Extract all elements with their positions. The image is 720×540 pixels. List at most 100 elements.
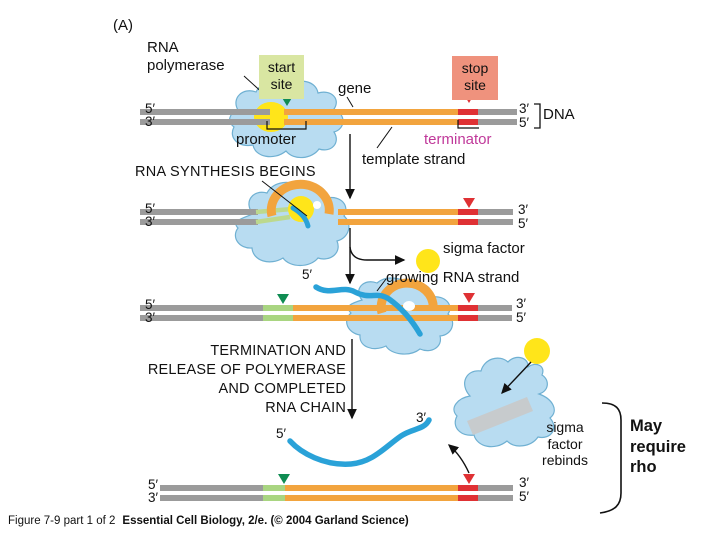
gene-strand: [293, 315, 458, 321]
released-rna-chain: [287, 417, 432, 467]
template-strand-pointer-line: [376, 126, 393, 149]
sigma-factor-label: sigma factor: [443, 240, 525, 257]
gene-strand: [284, 119, 458, 125]
bent-dna-arc: [376, 278, 438, 315]
terminator-block: [458, 109, 478, 115]
terminator-bracket: [457, 120, 479, 129]
strand-label-5prime: 5′: [145, 101, 156, 116]
terminator-block: [458, 485, 478, 491]
bent-dna-arc: [266, 179, 334, 218]
released-polymerase: [453, 338, 555, 448]
promoter-glow-icon: [254, 102, 288, 132]
sigma-rebind-arrow: [501, 361, 532, 395]
rho-bracket: [599, 402, 622, 514]
template-strand-label: template strand: [362, 151, 466, 168]
sigma-rebinds-line1: sigma: [546, 419, 584, 435]
stop-site-label-line2: site: [464, 76, 486, 93]
gene-pointer-line: [346, 96, 354, 108]
stop-site-triangle-icon: [463, 198, 475, 208]
gene-strand: [293, 305, 458, 311]
dna-strand: [478, 209, 513, 215]
promoter-label: promoter: [236, 131, 297, 148]
dna-strand: [140, 315, 263, 321]
terminator-block: [458, 119, 478, 125]
rna-3prime-label: 3′: [416, 410, 427, 425]
gene-strand: [338, 219, 458, 225]
rho-line2: require: [630, 437, 686, 456]
rna-synthesis-begins-label: RNA SYNTHESIS BEGINS: [135, 164, 316, 180]
terminator-block: [458, 219, 478, 225]
sigma-binding-band: [467, 397, 533, 435]
strand-label-3prime: 3′: [145, 214, 156, 229]
terminator-block: [458, 305, 478, 311]
dna-strand: [140, 209, 258, 215]
figure-number: Figure 7-9 part 1 of 2: [8, 515, 116, 527]
dna-strand: [140, 305, 263, 311]
dna-strand: [140, 109, 270, 115]
rna-strand: [313, 284, 423, 337]
arc-notch: [313, 201, 321, 209]
figure-caption: Figure 7-9 part 1 of 2 Essential Cell Bio…: [8, 515, 409, 527]
rna-synthesis-pointer-line: [261, 180, 308, 217]
gene-strand: [285, 495, 458, 501]
polymerase-release-arrow: [447, 444, 470, 474]
strand-label-3prime: 3′: [516, 296, 527, 311]
dna-bracket: [534, 103, 541, 129]
termination-label: TERMINATION AND RELEASE OF POLYMERASE AN…: [118, 342, 346, 418]
terminator-block: [458, 495, 478, 501]
start-segment: [263, 305, 293, 311]
dna-strand: [160, 485, 263, 491]
stop-site-triangle-icon: [463, 293, 475, 303]
rna-polymerase-label: RNA polymerase: [147, 39, 225, 75]
dna-row-2: [140, 179, 513, 267]
strand-label-5prime: 5′: [516, 310, 527, 325]
rna-polymerase-label-line1: RNA: [147, 39, 179, 56]
start-site-label-line1: start: [267, 59, 296, 75]
dna-strand: [478, 109, 517, 115]
dna-strand: [478, 495, 513, 501]
strand-label-5prime: 5′: [145, 297, 156, 312]
terminator-block: [458, 315, 478, 321]
dna-label: DNA: [543, 106, 575, 123]
panel-label: (A): [113, 17, 133, 34]
strand-label-3prime: 3′: [145, 114, 156, 129]
stop-site-label: stop site: [452, 56, 498, 100]
termination-label-line4: RNA CHAIN: [265, 400, 346, 416]
start-site-triangle-icon: [277, 294, 289, 304]
dna-strand: [160, 495, 263, 501]
sigma-rebinds-line2: factor: [547, 435, 583, 452]
start-site-label: start site: [259, 55, 304, 99]
sigma-factor-rebinds-label: sigma factor rebinds: [530, 419, 600, 469]
sigma-release-arrow: [349, 246, 406, 265]
sigma-factor-icon: [524, 338, 550, 364]
strand-label-5prime: 5′: [519, 115, 530, 130]
terminator-block: [458, 209, 478, 215]
rna-5prime-label: 5′: [276, 426, 287, 441]
termination-label-line3: AND COMPLETED: [218, 381, 346, 397]
rna-strand: [290, 205, 311, 229]
unwound-strand: [255, 214, 291, 225]
dna-strand: [478, 119, 517, 125]
rna-5prime-label: 5′: [302, 267, 313, 282]
rho-line3: rho: [630, 458, 657, 476]
dna-strand: [478, 485, 513, 491]
strand-label-5prime: 5′: [148, 477, 159, 492]
termination-label-line1: TERMINATION AND: [210, 343, 346, 359]
stop-site-triangle-icon: [463, 474, 475, 484]
strand-label-3prime: 3′: [145, 310, 156, 325]
sigma-rebinds-line3: rebinds: [542, 452, 588, 468]
promoter-bracket: [266, 121, 307, 130]
dna-strand: [140, 219, 258, 225]
terminator-label: terminator: [424, 131, 492, 148]
may-require-rho-label: May require rho: [630, 416, 686, 478]
strand-label-5prime: 5′: [145, 201, 156, 216]
start-site-label-line2: site: [270, 75, 293, 92]
start-segment: [263, 495, 285, 501]
arc-notch: [403, 301, 415, 311]
book-credit: Essential Cell Biology, 2/e. (© 2004 Gar…: [122, 515, 409, 527]
dna-row-3: [140, 277, 512, 355]
growing-rna-pointer-line: [376, 278, 387, 292]
strand-label-3prime: 3′: [148, 490, 159, 505]
strand-label-3prime: 3′: [519, 475, 530, 490]
